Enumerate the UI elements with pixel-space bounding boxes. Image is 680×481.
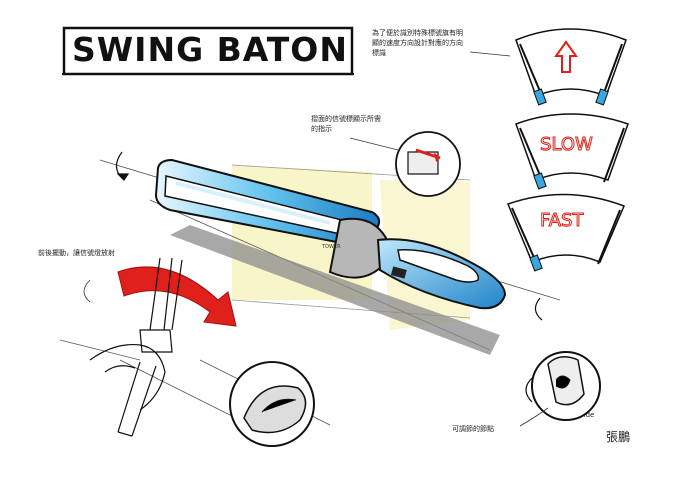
panel-word-fast: FAST <box>540 210 584 231</box>
sketch-title: SWING BATON <box>72 30 348 69</box>
hand-sketch <box>89 257 183 437</box>
swing-arrow <box>117 266 237 327</box>
signal-panel-fast: FAST <box>507 193 625 272</box>
indicator-detail-circle <box>395 131 461 197</box>
rotation-arrows <box>115 151 543 403</box>
side-detail-circle <box>531 351 601 421</box>
signal-panel-arrow <box>515 28 627 106</box>
side-label: side <box>580 411 595 419</box>
signal-panel-slow: SLOW <box>515 113 629 190</box>
note-direction: 為了便於識別特殊標號旗有明顯的速度方向設計對應的方向標識 <box>372 29 463 57</box>
grip-detail-circle <box>229 361 315 447</box>
title-frame <box>62 26 354 76</box>
panel-word-slow: SLOW <box>540 134 593 155</box>
leader-lines <box>83 51 549 427</box>
title-border <box>62 26 354 76</box>
note-adjust: 可調節的節點 <box>452 425 494 433</box>
baton-shadow <box>170 225 500 355</box>
device-mark: TOWER <box>321 244 341 250</box>
note-indicator: 摺面的信號標顯示所需的指示 <box>311 115 381 133</box>
baton-device: TOWER <box>154 158 507 310</box>
note-swing: 前後擺動，讓信號燈放射 <box>38 249 115 257</box>
signature: 張鵬 <box>606 430 631 444</box>
